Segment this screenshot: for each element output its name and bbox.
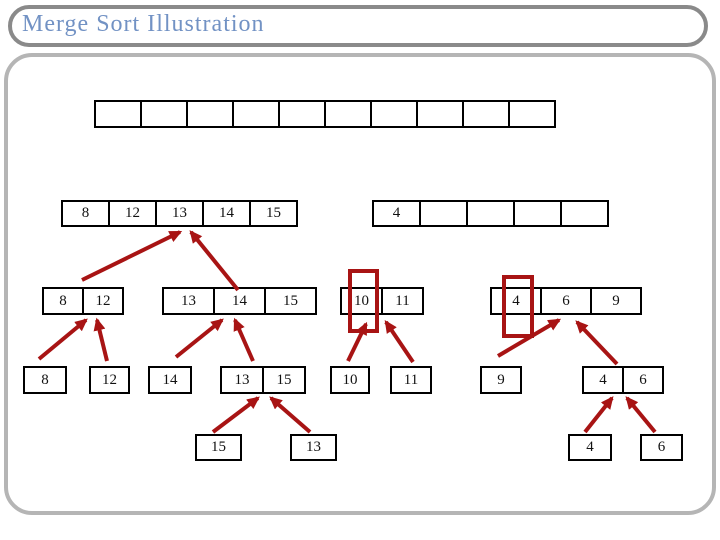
array-l5-6: 6 <box>640 434 683 461</box>
array-l4-9: 9 <box>480 366 522 394</box>
array-cell: 11 <box>381 287 424 315</box>
array-cell <box>513 200 562 227</box>
array-l2-right: 4 <box>372 200 609 227</box>
array-cell <box>140 100 188 128</box>
array-cell: 6 <box>640 434 683 461</box>
array-cell: 12 <box>82 287 124 315</box>
array-l4-8: 8 <box>23 366 67 394</box>
array-cell: 12 <box>89 366 130 394</box>
array-cell: 4 <box>568 434 612 461</box>
array-cell: 15 <box>195 434 242 461</box>
array-l4-12: 12 <box>89 366 130 394</box>
title-frame <box>8 5 708 47</box>
array-cell <box>186 100 234 128</box>
array-cell: 4 <box>582 366 624 394</box>
array-cell: 6 <box>622 366 664 394</box>
array-cell: 14 <box>213 287 266 315</box>
array-cell <box>560 200 609 227</box>
array-cell <box>370 100 418 128</box>
array-cell <box>462 100 510 128</box>
array-cell: 10 <box>330 366 370 394</box>
array-cell: 15 <box>249 200 298 227</box>
array-l5-13: 13 <box>290 434 337 461</box>
array-cell: 8 <box>61 200 110 227</box>
array-cell <box>278 100 326 128</box>
array-cell: 6 <box>540 287 592 315</box>
array-root-empty <box>94 100 556 128</box>
slide-title: Merge Sort Illustration <box>22 11 265 37</box>
array-cell <box>94 100 142 128</box>
array-cell: 13 <box>290 434 337 461</box>
array-l5-15: 15 <box>195 434 242 461</box>
array-cell: 13 <box>220 366 264 394</box>
array-cell: 14 <box>148 366 192 394</box>
highlight-box-10 <box>348 269 379 333</box>
array-l4-11: 11 <box>390 366 432 394</box>
array-l4-10: 10 <box>330 366 370 394</box>
array-l4-14: 14 <box>148 366 192 394</box>
array-cell: 4 <box>372 200 421 227</box>
array-cell: 12 <box>108 200 157 227</box>
array-cell <box>466 200 515 227</box>
array-cell: 13 <box>162 287 215 315</box>
array-cell: 8 <box>23 366 67 394</box>
array-cell: 15 <box>262 366 306 394</box>
array-cell <box>419 200 468 227</box>
array-cell: 9 <box>480 366 522 394</box>
array-cell: 14 <box>202 200 251 227</box>
highlight-box-4 <box>502 275 534 338</box>
array-cell <box>324 100 372 128</box>
array-cell: 9 <box>590 287 642 315</box>
array-cell <box>416 100 464 128</box>
array-cell: 15 <box>264 287 317 315</box>
array-l5-4: 4 <box>568 434 612 461</box>
array-cell <box>508 100 556 128</box>
array-cell: 11 <box>390 366 432 394</box>
array-cell: 13 <box>155 200 204 227</box>
array-cell: 8 <box>42 287 84 315</box>
array-cell <box>232 100 280 128</box>
